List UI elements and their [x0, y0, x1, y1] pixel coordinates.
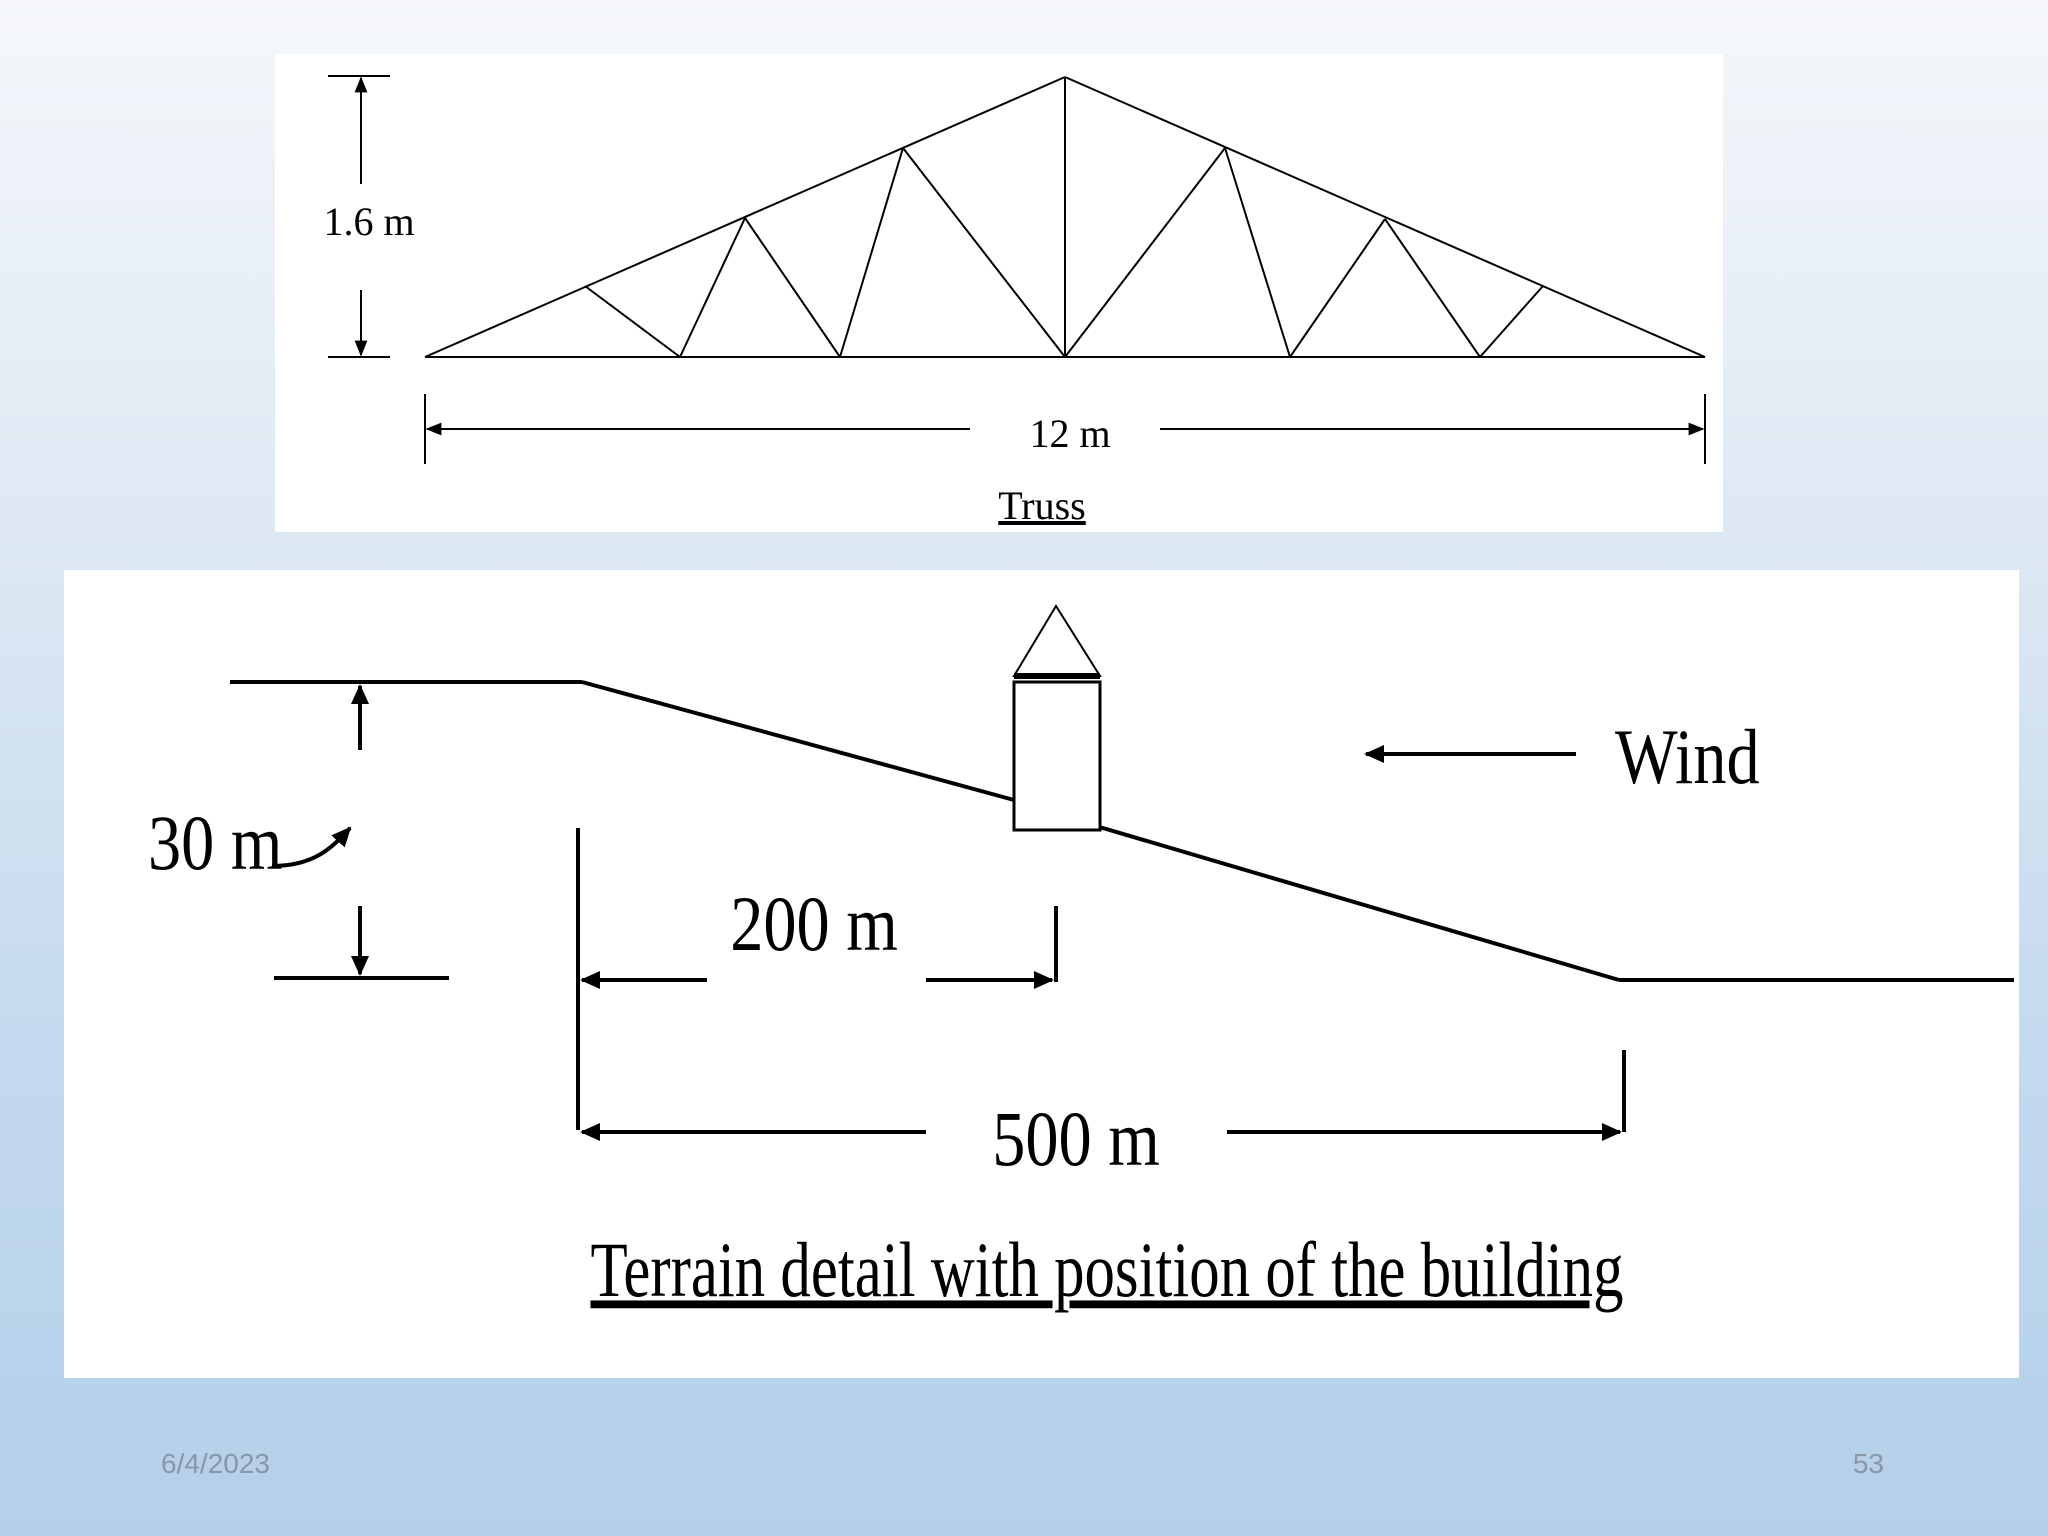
truss-span-dimension: [424, 394, 1706, 464]
terrain-caption: Terrain detail with position of the buil…: [590, 1228, 1623, 1314]
terrain-diagram: 30 m 200 m 500 m Wind Terrain detail wit…: [148, 604, 2014, 1314]
curved-arrow-icon: [271, 826, 352, 868]
building: [1012, 604, 1102, 832]
ground-profile: [230, 680, 2014, 982]
truss-members: [424, 76, 1706, 358]
height-label: 30 m: [148, 800, 282, 886]
distance-label: 200 m: [730, 881, 898, 967]
truss-height-dimension: [328, 75, 390, 358]
truss-diagram-panel: 1.6 m 12 m Truss: [275, 54, 1723, 532]
distance-dimension: [576, 828, 1058, 1130]
truss-diagram: 1.6 m 12 m Truss: [323, 75, 1706, 528]
height-dimension: [274, 684, 449, 980]
slope-length-dimension: [580, 1050, 1626, 1141]
slope-length-label: 500 m: [992, 1096, 1160, 1182]
terrain-diagram-panel: 30 m 200 m 500 m Wind Terrain detail wit…: [64, 570, 2019, 1378]
slide-number: 53: [1852, 1448, 1884, 1479]
wind-label: Wind: [1615, 714, 1760, 800]
truss-span-label: 12 m: [1029, 411, 1110, 456]
slide-date: 6/4/2023: [161, 1448, 270, 1479]
truss-height-label: 1.6 m: [323, 199, 414, 244]
truss-caption: Truss: [998, 483, 1085, 528]
